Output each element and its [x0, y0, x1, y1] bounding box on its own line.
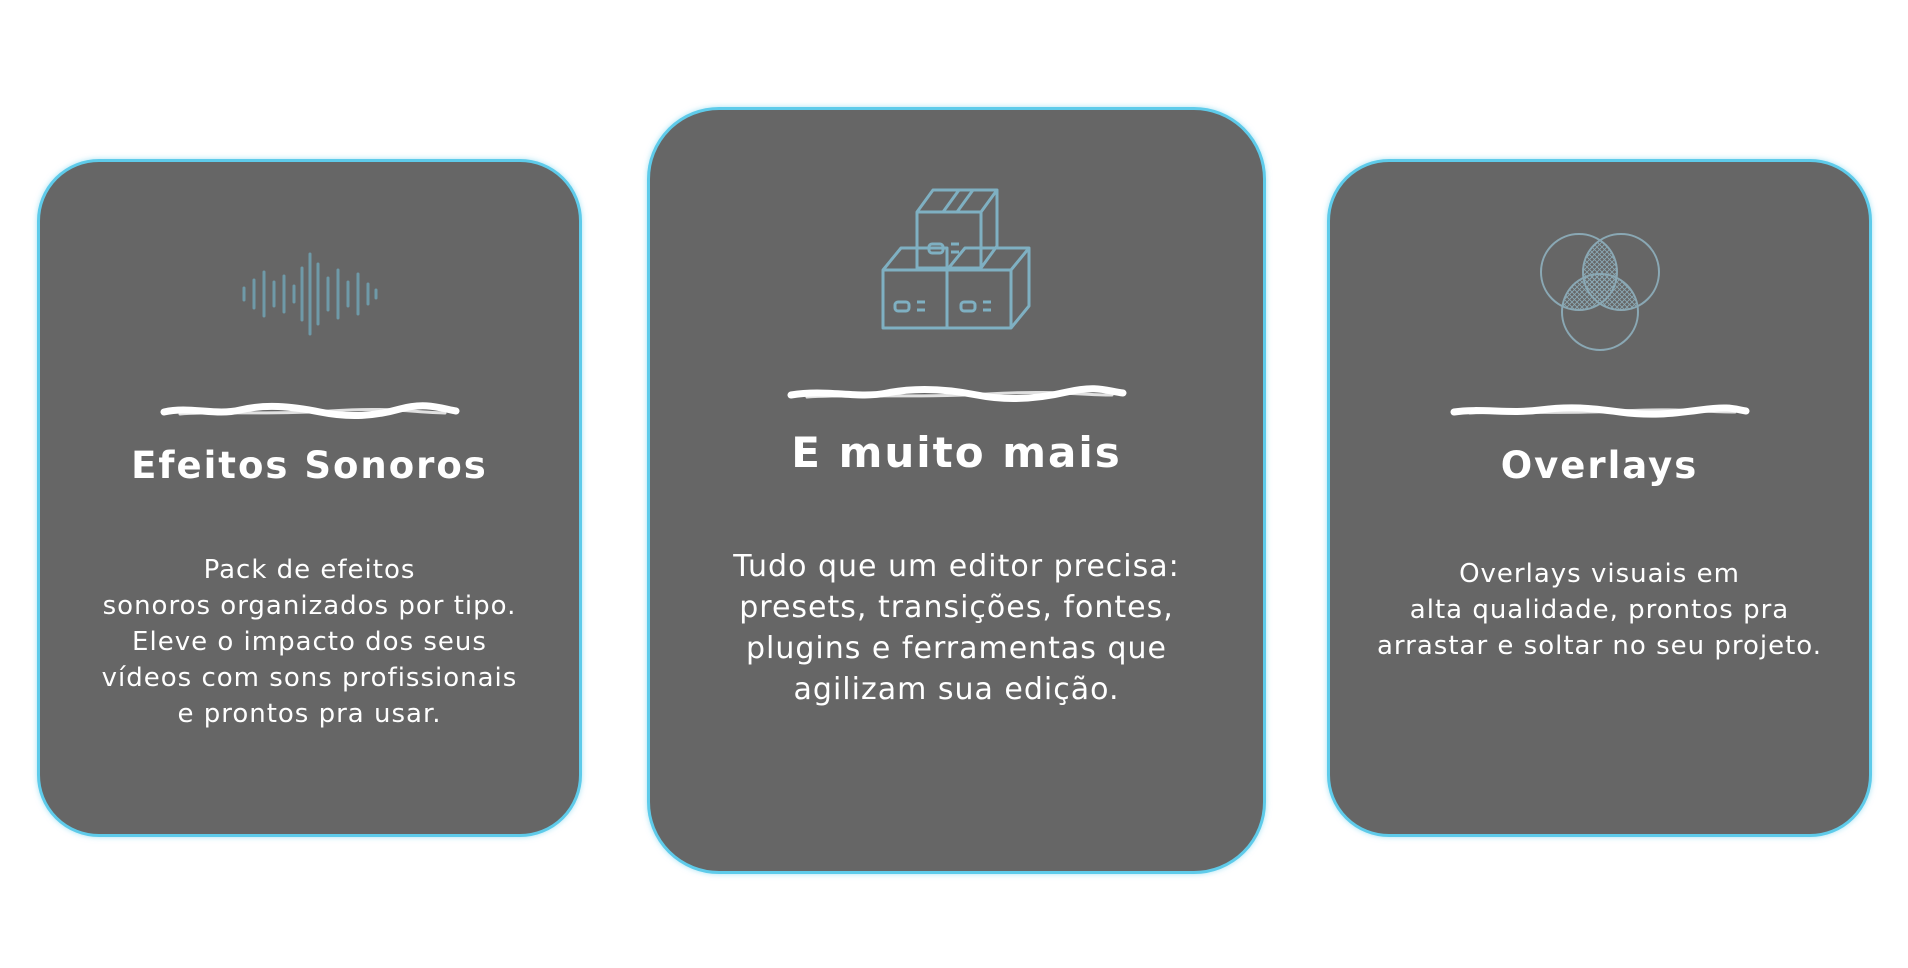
- description-line: plugins e ferramentas que: [745, 631, 1167, 666]
- card-efeitos-sonoros[interactable]: Efeitos Sonoros Pack de efeitos sonoros …: [37, 159, 582, 837]
- card-title: Overlays: [1500, 444, 1699, 487]
- card-description: Pack de efeitos sonoros organizados por …: [40, 552, 579, 732]
- card-overlays[interactable]: Overlays Overlays visuais em alta qualid…: [1327, 159, 1872, 837]
- brush-stroke-divider: [160, 402, 459, 420]
- description-line: vídeos com sons profissionais: [101, 663, 518, 693]
- description-line: arrastar e soltar no seu projeto.: [1376, 631, 1823, 661]
- card-description: Overlays visuais em alta qualidade, pron…: [1330, 556, 1869, 664]
- card-description: Tudo que um editor precisa: presets, tra…: [650, 546, 1263, 710]
- overlapping-circles-icon: [1539, 233, 1660, 351]
- card-e-muito-mais[interactable]: E muito mais Tudo que um editor precisa:…: [647, 107, 1266, 874]
- description-line: Eleve o impacto dos seus: [132, 627, 487, 657]
- description-line: presets, transições, fontes,: [739, 590, 1174, 625]
- description-line: e prontos pra usar.: [177, 699, 442, 729]
- description-line: agilizam sua edição.: [793, 672, 1120, 707]
- card-title: E muito mais: [791, 428, 1122, 477]
- brush-stroke-divider: [787, 385, 1126, 403]
- description-line: Pack de efeitos: [203, 555, 416, 585]
- description-line: Tudo que um editor precisa:: [733, 549, 1180, 584]
- boxes-icon: [881, 188, 1030, 330]
- card-title: Efeitos Sonoros: [131, 444, 488, 487]
- sound-wave-icon: [242, 252, 377, 336]
- brush-stroke-divider: [1450, 404, 1749, 418]
- description-line: alta qualidade, prontos pra: [1409, 595, 1790, 625]
- description-line: sonoros organizados por tipo.: [102, 591, 517, 621]
- description-line: Overlays visuais em: [1459, 559, 1740, 589]
